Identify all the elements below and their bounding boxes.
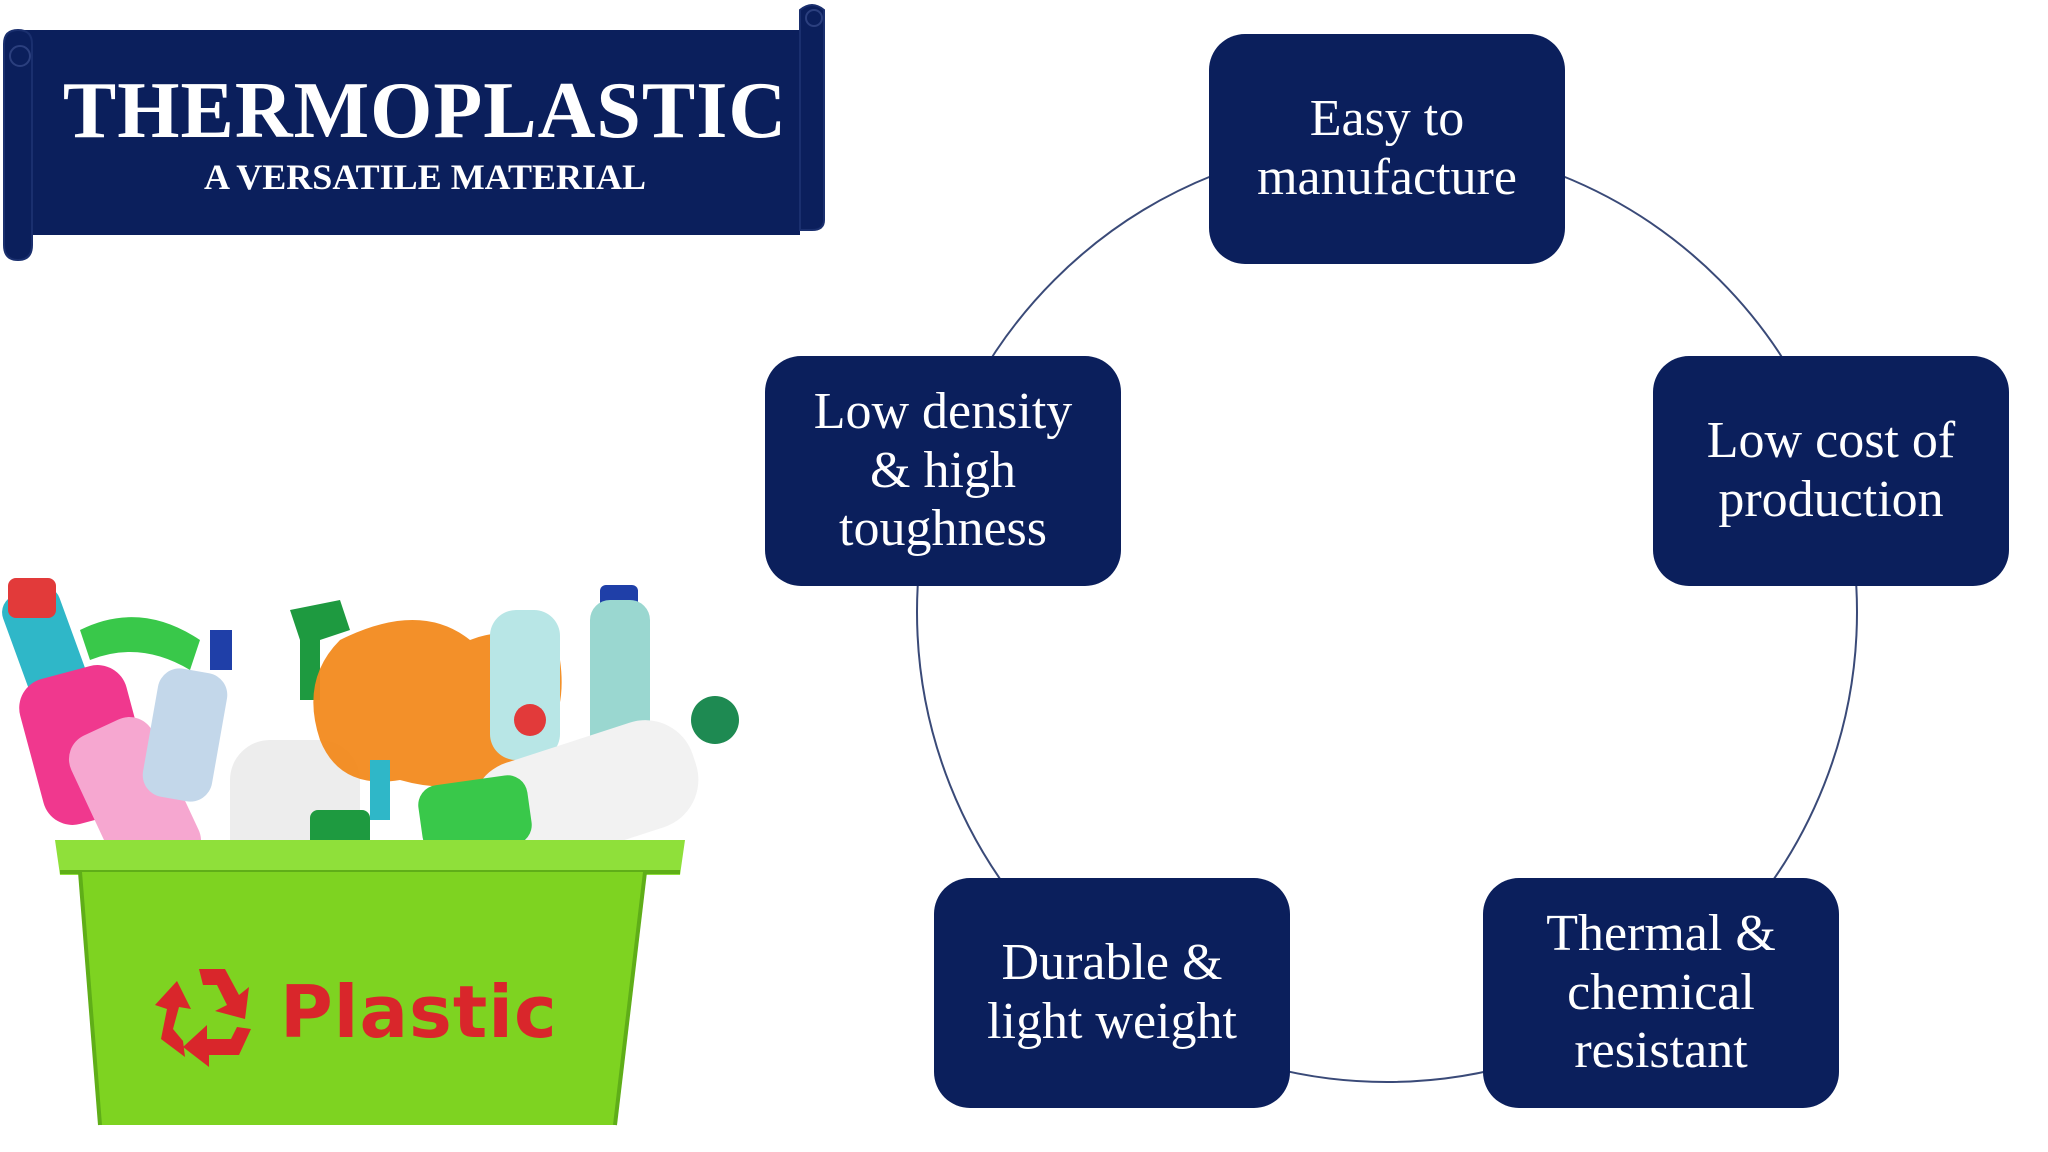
node-low-density-high-toughness: Low density & high toughness: [765, 356, 1121, 586]
node-low-cost-of-production: Low cost of production: [1653, 356, 2009, 586]
bin-label: Plastic: [280, 970, 558, 1054]
banner-subtitle: A VERSATILE MATERIAL: [203, 157, 647, 197]
title-banner: [3, 4, 825, 262]
banner-title: THERMOPLASTIC: [62, 67, 788, 155]
node-thermal-chemical-resistant: Thermal & chemical resistant: [1483, 878, 1839, 1108]
recycle-icon: [155, 969, 251, 1067]
plastic-bin-illustration: [2, 578, 739, 1126]
node-easy-to-manufacture: Easy to manufacture: [1209, 34, 1565, 264]
node-durable-light-weight: Durable & light weight: [934, 878, 1290, 1108]
